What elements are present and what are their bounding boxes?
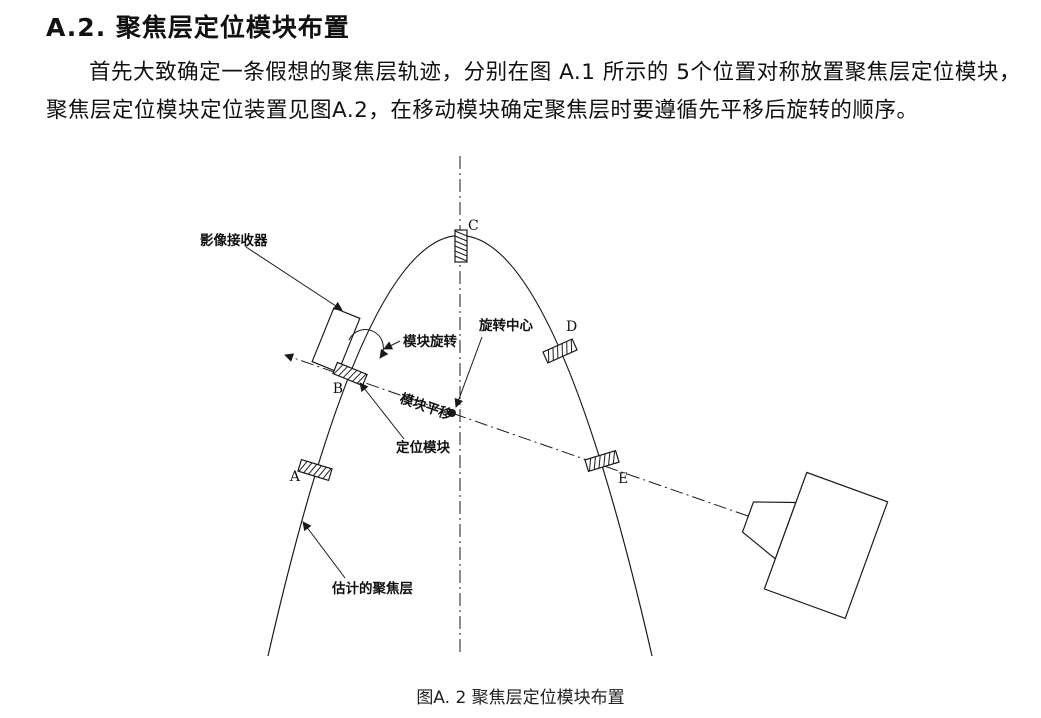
image-receiver-leader xyxy=(245,246,343,311)
section-heading: A.2. 聚焦层定位模块布置 xyxy=(46,13,350,42)
module-translation-label: 模块平移 xyxy=(398,390,455,424)
positioning-module-d xyxy=(542,338,578,364)
module-rotation-arc xyxy=(348,329,389,359)
positioning-module-label: 定位模块 xyxy=(396,439,450,456)
figure-a2-diagram: 影像接收器 模块旋转 旋转中心 模块平移 定位模块 估计的聚焦层 A B C D… xyxy=(200,156,889,657)
point-label-a: A xyxy=(289,469,301,485)
point-label-d: D xyxy=(566,319,577,335)
image-receiver-label: 影像接收器 xyxy=(200,232,268,249)
positioning-module-e xyxy=(584,449,620,473)
module-rotation-leader xyxy=(383,340,401,350)
body-paragraph: 首先大致确定一条假想的聚焦层轨迹，分别在图 A.1 所示的 5个位置对称放置聚焦… xyxy=(46,60,1021,123)
rotation-center-leader xyxy=(454,336,483,408)
module-rotation-label: 模块旋转 xyxy=(403,333,457,350)
estimated-focal-layer-leader xyxy=(302,521,346,579)
xray-tube-body xyxy=(763,471,889,620)
xray-tube xyxy=(741,471,889,620)
positioning-module-leader xyxy=(359,382,405,440)
figure-caption: 图A. 2 聚焦层定位模块布置 xyxy=(416,688,625,708)
image-receiver-shape xyxy=(311,307,361,373)
point-label-e: E xyxy=(618,471,628,487)
point-label-b: B xyxy=(333,381,343,397)
point-label-c: C xyxy=(468,218,479,234)
positioning-module-c xyxy=(454,229,468,263)
rotation-center-dot xyxy=(448,409,456,417)
rotation-center-label: 旋转中心 xyxy=(478,317,533,334)
estimated-focal-layer-label: 估计的聚焦层 xyxy=(331,580,413,597)
